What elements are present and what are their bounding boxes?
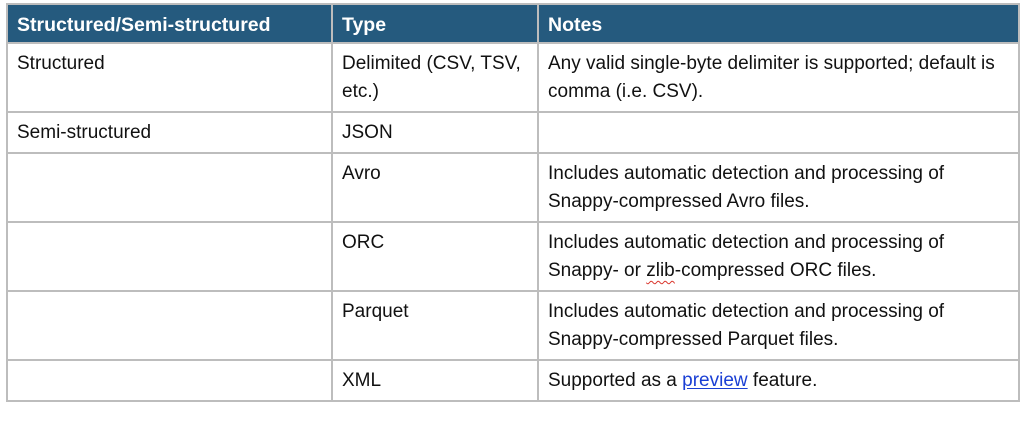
table-row-xml: XML Supported as a preview feature. bbox=[6, 359, 1020, 402]
header-type: Type bbox=[331, 3, 539, 44]
cell-category bbox=[6, 152, 333, 223]
cell-category bbox=[6, 359, 333, 402]
cell-notes: Supported as a preview feature. bbox=[537, 359, 1020, 402]
table-row-parquet: Parquet Includes automatic detection and… bbox=[6, 290, 1020, 361]
table-row-avro: Avro Includes automatic detection and pr… bbox=[6, 152, 1020, 223]
cell-category bbox=[6, 221, 333, 292]
cell-notes: Includes automatic detection and process… bbox=[537, 221, 1020, 292]
table-body: Structured Delimited (CSV, TSV, etc.) An… bbox=[6, 42, 1020, 402]
cell-type: Avro bbox=[331, 152, 539, 223]
cell-category: Structured bbox=[6, 42, 333, 113]
cell-category bbox=[6, 290, 333, 361]
notes-text-before: Supported as a bbox=[548, 370, 683, 391]
cell-notes: Any valid single-byte delimiter is suppo… bbox=[537, 42, 1020, 113]
table-row-json: Semi-structured JSON bbox=[6, 111, 1020, 154]
table-row-orc: ORC Includes automatic detection and pro… bbox=[6, 221, 1020, 292]
notes-text-before: Includes automatic detection and process… bbox=[548, 232, 945, 281]
file-formats-table: Structured/Semi-structured Type Notes St… bbox=[6, 3, 1020, 402]
notes-text-after: feature. bbox=[747, 370, 818, 391]
cell-type: ORC bbox=[331, 221, 539, 292]
table-header: Structured/Semi-structured Type Notes bbox=[6, 3, 1020, 44]
cell-type: XML bbox=[331, 359, 539, 402]
spellcheck-flagged-word[interactable]: zlib bbox=[646, 260, 675, 281]
header-structured-semi-structured: Structured/Semi-structured bbox=[6, 3, 333, 44]
header-row: Structured/Semi-structured Type Notes bbox=[6, 3, 1020, 44]
cell-type: JSON bbox=[331, 111, 539, 154]
cell-notes: Includes automatic detection and process… bbox=[537, 290, 1020, 361]
cell-notes bbox=[537, 111, 1020, 154]
cell-type: Parquet bbox=[331, 290, 539, 361]
cell-category: Semi-structured bbox=[6, 111, 333, 154]
cell-type: Delimited (CSV, TSV, etc.) bbox=[331, 42, 539, 113]
table-row-delimited: Structured Delimited (CSV, TSV, etc.) An… bbox=[6, 42, 1020, 113]
header-notes: Notes bbox=[537, 3, 1020, 44]
cell-notes: Includes automatic detection and process… bbox=[537, 152, 1020, 223]
notes-text-after: -compressed ORC files. bbox=[674, 260, 877, 281]
preview-link[interactable]: preview bbox=[682, 370, 748, 391]
